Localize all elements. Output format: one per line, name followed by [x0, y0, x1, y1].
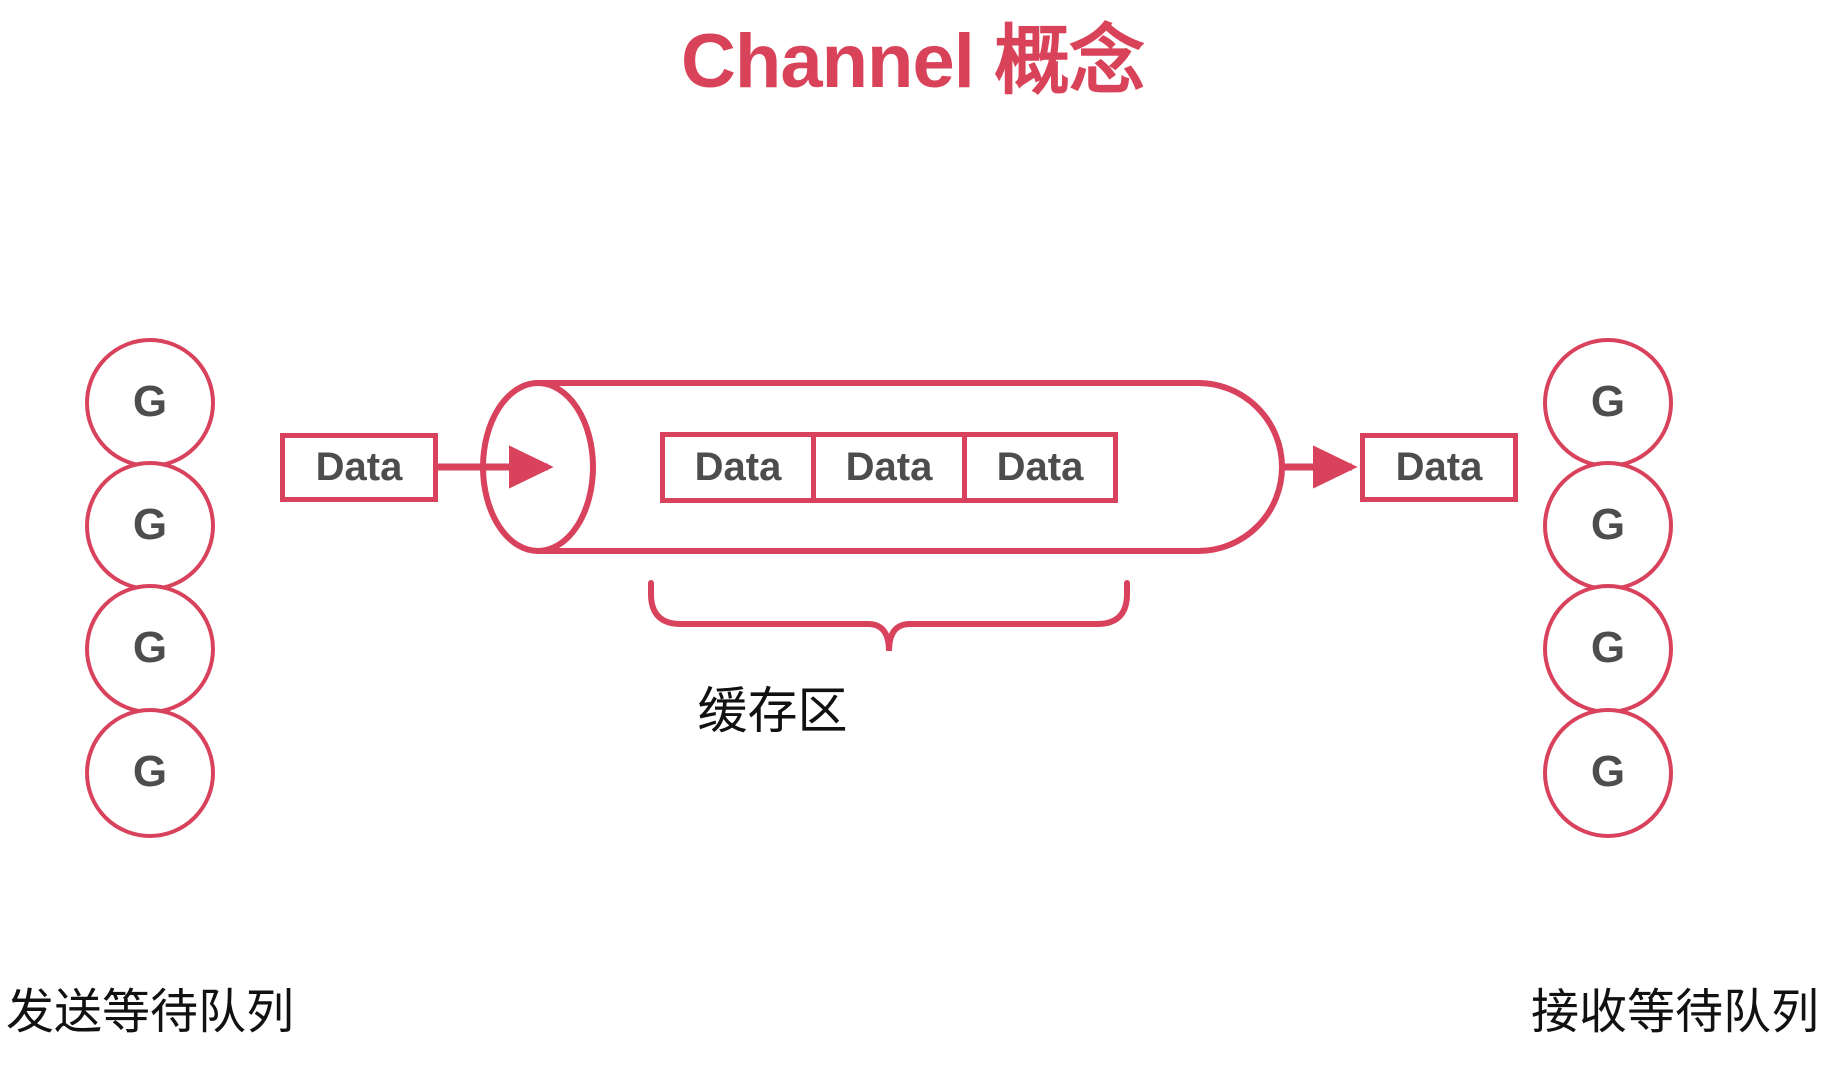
- buffer-slot: Data: [967, 437, 1113, 498]
- buffer-caption-text: 缓存区: [697, 682, 848, 740]
- goroutine-label: G: [132, 747, 168, 796]
- page-title: Channel 概念: [681, 19, 1145, 104]
- goroutine-label: G: [1590, 500, 1626, 549]
- buffer-caption: 缓存区: [0, 686, 1825, 736]
- data-packet-label: Data: [1395, 444, 1483, 489]
- goroutine-label: G: [132, 377, 168, 426]
- goroutine-label: G: [1590, 747, 1626, 796]
- receiver-goroutine-1: G: [1543, 338, 1673, 468]
- buffer-slot-label: Data: [845, 444, 933, 489]
- channel-buffer: Data Data Data: [660, 432, 1118, 503]
- data-packet-incoming: Data: [1360, 433, 1518, 502]
- curly-brace-down-icon: [648, 580, 1130, 652]
- sender-goroutine-1: G: [85, 338, 215, 468]
- send-queue-caption: 发送等待队列: [6, 984, 295, 1040]
- buffer-slot-label: Data: [694, 444, 782, 489]
- buffer-slot: Data: [665, 437, 816, 498]
- goroutine-label: G: [1590, 377, 1626, 426]
- receiver-goroutine-2: G: [1543, 461, 1673, 591]
- buffer-slot-label: Data: [996, 444, 1084, 489]
- sender-goroutine-3: G: [85, 584, 215, 714]
- goroutine-label: G: [1590, 623, 1626, 672]
- sender-goroutine-2: G: [85, 461, 215, 591]
- goroutine-label: G: [132, 500, 168, 549]
- sender-goroutine-4: G: [85, 708, 215, 838]
- data-packet-label: Data: [315, 444, 403, 489]
- receiver-goroutine-4: G: [1543, 708, 1673, 838]
- buffer-slot: Data: [816, 437, 967, 498]
- receive-queue-caption: 接收等待队列: [1530, 984, 1819, 1040]
- receiver-goroutine-3: G: [1543, 584, 1673, 714]
- goroutine-label: G: [132, 623, 168, 672]
- data-packet-outgoing: Data: [280, 433, 438, 502]
